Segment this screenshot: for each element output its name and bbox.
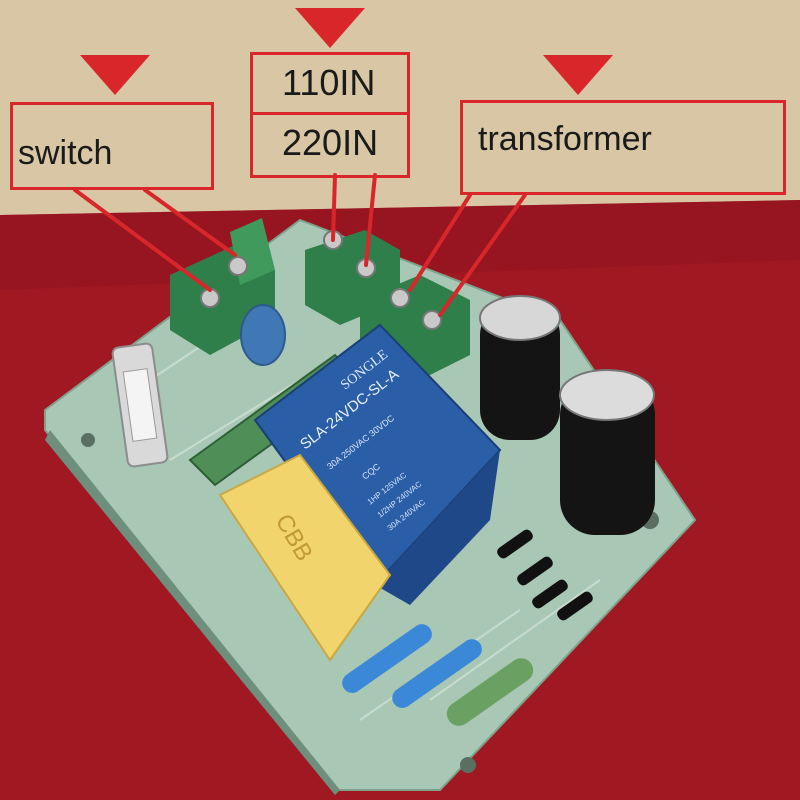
label-220in: 220IN — [282, 122, 379, 163]
arrow-switch — [80, 55, 150, 95]
arrow-input — [295, 8, 365, 48]
resistor-blue-2 — [392, 639, 482, 708]
yellow-film-capacitor: CBB — [218, 453, 392, 662]
resistor-green — [446, 658, 534, 726]
fuse-holder — [111, 342, 169, 468]
input-label-box — [250, 52, 410, 178]
annotation-arrows — [80, 8, 613, 95]
diodes — [497, 529, 593, 621]
switch-label: switch — [18, 134, 113, 172]
resistor-blue-1 — [342, 624, 432, 693]
input-label-divider — [253, 112, 407, 115]
electrolytic-capacitor-left — [479, 295, 561, 440]
transformer-label-box — [460, 100, 786, 195]
ceramic-capacitor — [240, 304, 286, 366]
switch-label-box — [10, 102, 214, 190]
transformer-label: transformer — [478, 120, 652, 158]
arrow-transformer — [543, 55, 613, 95]
electrolytic-capacitor-right — [559, 369, 655, 535]
label-110in: 110IN — [282, 62, 376, 103]
annotation-leader-lines — [73, 173, 527, 317]
